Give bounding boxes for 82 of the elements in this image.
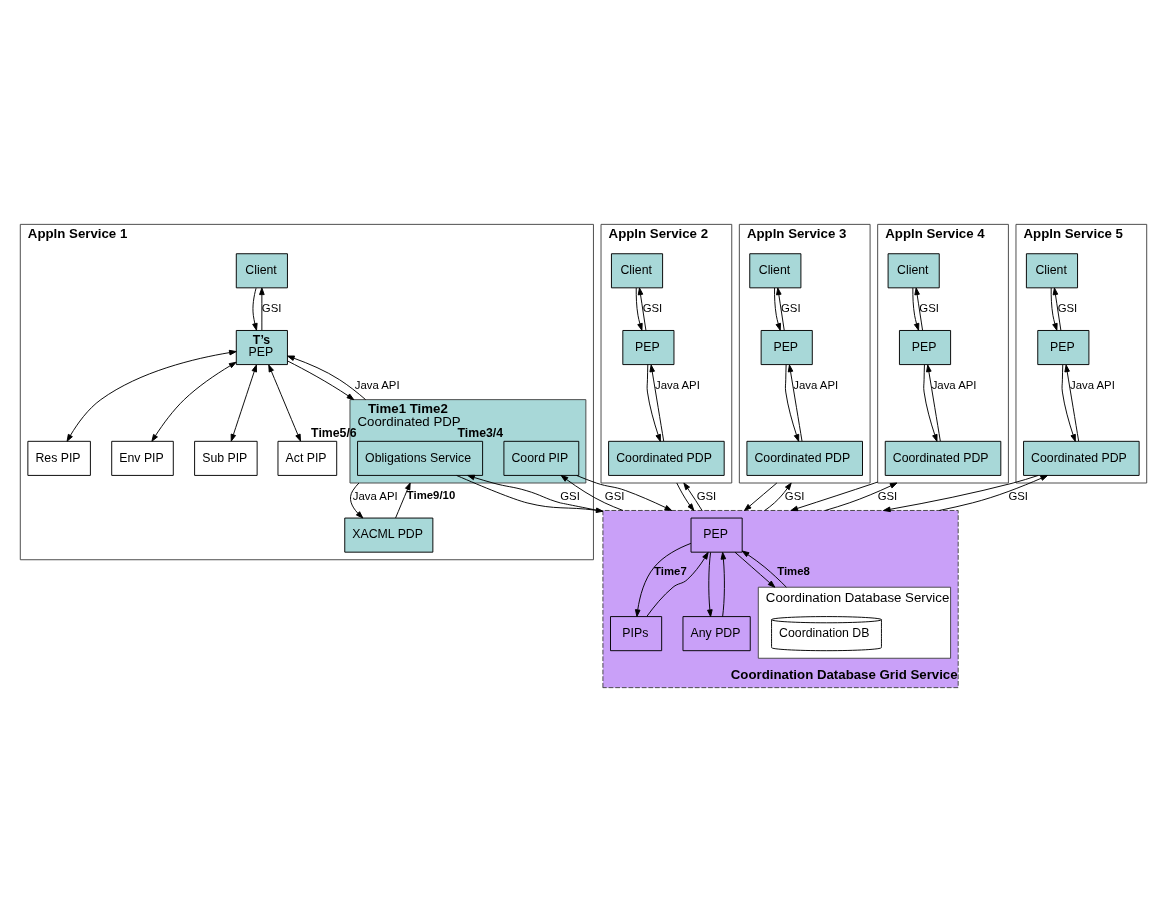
node-box: Client [887,252,940,288]
edge-label: GSI [560,489,580,502]
arrow [287,360,355,400]
arrow [938,474,1048,511]
arrow [268,364,301,442]
arrow [883,474,1039,512]
node-box: Coordinated PDP [746,440,863,476]
edge-label: Time8 [777,564,810,577]
node-box: Sub PIP [194,440,258,476]
arrow [707,551,713,617]
edge-label: Java API [931,378,977,391]
edge-label: Java API [354,378,400,391]
node-box: Coordinated PDP [884,440,1002,476]
node-label: Time3/4 [457,425,504,440]
edge-label: Java API [655,378,700,391]
arrow [790,481,879,511]
node-box: Client [610,252,664,288]
arrow [1050,287,1058,331]
arrow [252,287,258,331]
node-box: Env PIP [111,440,174,476]
arrow [774,287,781,331]
node-box: Coordinated PDP [1023,440,1140,476]
arrow [259,287,265,331]
arrow [66,349,237,442]
arrow [646,363,661,442]
node-box: PIPs [610,615,663,651]
edge-label: GSI [604,489,625,502]
edge-label: GSI [261,301,282,314]
node-box: PEP [760,329,813,365]
node-box: Client [1025,252,1079,288]
node-box: PEP [1037,329,1090,365]
arrow [914,287,924,331]
node-box: PEP [690,517,743,553]
edge-label: GSI [919,301,939,314]
arrow [287,355,367,400]
arrow [776,287,785,331]
node-box: T’s PEP [235,329,288,365]
node-box: PEP [622,329,675,365]
edge-label: GSI [877,489,898,502]
node-box: Coordinated PDP [608,440,725,476]
node-label: Time5/6 [311,425,357,440]
arrow [230,364,257,442]
node-box: PEP [898,329,952,365]
arrow [1061,363,1076,442]
edge-label: Time7 [654,564,687,577]
edge-label: GSI [784,489,805,502]
edge-label: GSI [642,301,663,314]
arrow [151,361,237,442]
edge-label: Java API [352,489,398,502]
arrow [637,287,647,331]
edge-label: Java API [1069,378,1115,391]
edge-label: GSI [781,301,801,314]
arrow [720,551,727,617]
arrow [764,482,792,511]
edge-label: Time9/10 [406,488,456,501]
node-box: Act PIP [277,440,338,476]
node-box: Client [235,252,288,288]
node-box: Any PDP [682,615,751,651]
arrow [734,551,776,588]
arrow [634,542,692,617]
node-box: Res PIP [27,440,91,476]
arrow [741,550,787,588]
arrow [395,482,411,518]
edge-label: GSI [696,489,717,502]
arrow [350,482,364,518]
arrow [824,482,898,511]
node-box: Client [749,252,802,288]
arrow [649,364,665,442]
arrow [1052,287,1062,331]
arrow [744,482,778,511]
edge-label: GSI [1057,301,1078,314]
arrow [676,482,695,511]
edge-label: GSI [1008,489,1028,502]
arrow [646,551,709,617]
arrow [912,287,920,331]
arrow [1064,364,1080,442]
edge-label: Java API [793,378,839,391]
node-box: Obligations Service [357,440,484,476]
node-box: XACML PDP [344,517,434,553]
node-box: Coord PIP [503,440,580,476]
arrow [683,482,703,511]
arrow [635,287,643,331]
